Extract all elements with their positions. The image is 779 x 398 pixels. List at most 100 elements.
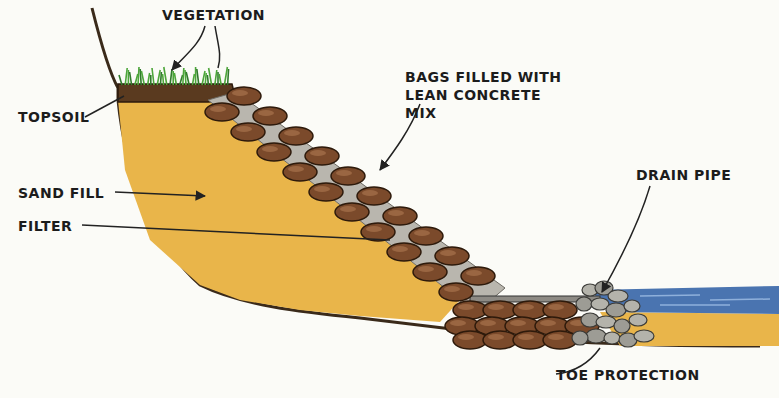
concrete-bag [453,301,487,319]
bag-highlight [466,270,482,276]
part-label: SAND FILL [18,184,118,202]
concrete-bag [205,103,239,121]
rock [604,332,620,344]
bag-highlight [450,320,466,326]
grass-blade [209,68,212,85]
grass-blade [164,67,167,85]
leader-line [602,186,650,292]
sand-fill [118,100,460,322]
bag-highlight [510,320,526,326]
rock [596,316,616,328]
leader-line [85,96,124,117]
grass-blade [125,68,127,85]
bag-highlight [518,304,534,310]
rock [576,297,592,311]
bag-highlight [444,286,460,292]
rock [606,303,626,317]
bag-highlight [548,334,564,340]
concrete-bag [543,301,577,319]
rock [586,329,606,343]
bag-highlight [262,146,278,152]
grass-blade [138,67,139,85]
bag-highlight [336,170,352,176]
grass-blade [152,68,154,85]
bag-highlight [440,250,456,256]
bag-highlight [210,106,226,112]
rock [572,331,588,345]
bag-highlight [518,334,534,340]
concrete-bag [305,147,339,165]
concrete-bag [383,207,417,225]
leader-line [82,225,390,240]
bag-highlight [284,130,300,136]
leader-line [215,26,220,68]
leader-line [172,26,205,70]
grass-blade [170,69,172,85]
bag-highlight [458,304,474,310]
grass-blade [172,71,174,85]
grass-blade [174,73,176,85]
concrete-bag [483,301,517,319]
water-ripples [640,295,770,305]
decor-group [119,67,654,349]
grass-blade [228,69,229,85]
grass-blade [205,73,206,85]
rock [608,290,628,302]
bag-highlight [232,90,248,96]
bag-highlight [366,226,382,232]
grass-blade [183,68,184,85]
concrete-bag [453,331,487,349]
concrete-bag [253,107,287,125]
part-label: BAGS FILLED WITH LEAN CONCRETE MIX [405,68,575,122]
bag-highlight [340,206,356,212]
concrete-bag [439,283,473,301]
rock [634,330,654,342]
concrete-bag [413,263,447,281]
grass-blade [219,74,221,85]
grass-blade [215,70,217,85]
concrete-bag [227,87,261,105]
part-label: FILTER [18,217,108,235]
grass-blade [157,70,160,85]
bag-highlight [236,126,252,132]
grass-blade [148,73,150,85]
concrete-bag [257,143,291,161]
concrete-bag [231,123,265,141]
part-label: VEGETATION [162,6,302,24]
grass-blade [202,71,205,85]
concrete-bag [309,183,343,201]
grass-blade [160,72,161,85]
grass-blade [150,75,152,85]
part-label: DRAIN PIPE [636,166,756,184]
leader-line [115,192,205,196]
bag-highlight [288,166,304,172]
bag-highlight [548,304,564,310]
concrete-bag [357,187,391,205]
grass-blade [163,74,164,85]
concrete-bag [435,247,469,265]
part-label: TOPSOIL [18,108,118,126]
concrete-bag [279,127,313,145]
bag-highlight [488,304,504,310]
grass-blade [186,72,189,85]
concrete-bag [409,227,443,245]
filter-layer [208,92,505,318]
bag-highlight [540,320,556,326]
concrete-bag [283,163,317,181]
bag-highlight [418,266,434,272]
bag-highlight [458,334,474,340]
bag-highlight [414,230,430,236]
concrete-bag [335,203,369,221]
grass-blade [197,69,199,85]
concrete-bag [513,301,547,319]
grass-blade [119,75,122,85]
grass-blade [224,67,227,85]
concrete-bag [483,331,517,349]
concrete-bag [513,331,547,349]
part-label: TOE PROTECTION [556,366,736,384]
grass-blade [217,72,219,85]
rock [614,319,630,333]
concrete-bag [331,167,365,185]
